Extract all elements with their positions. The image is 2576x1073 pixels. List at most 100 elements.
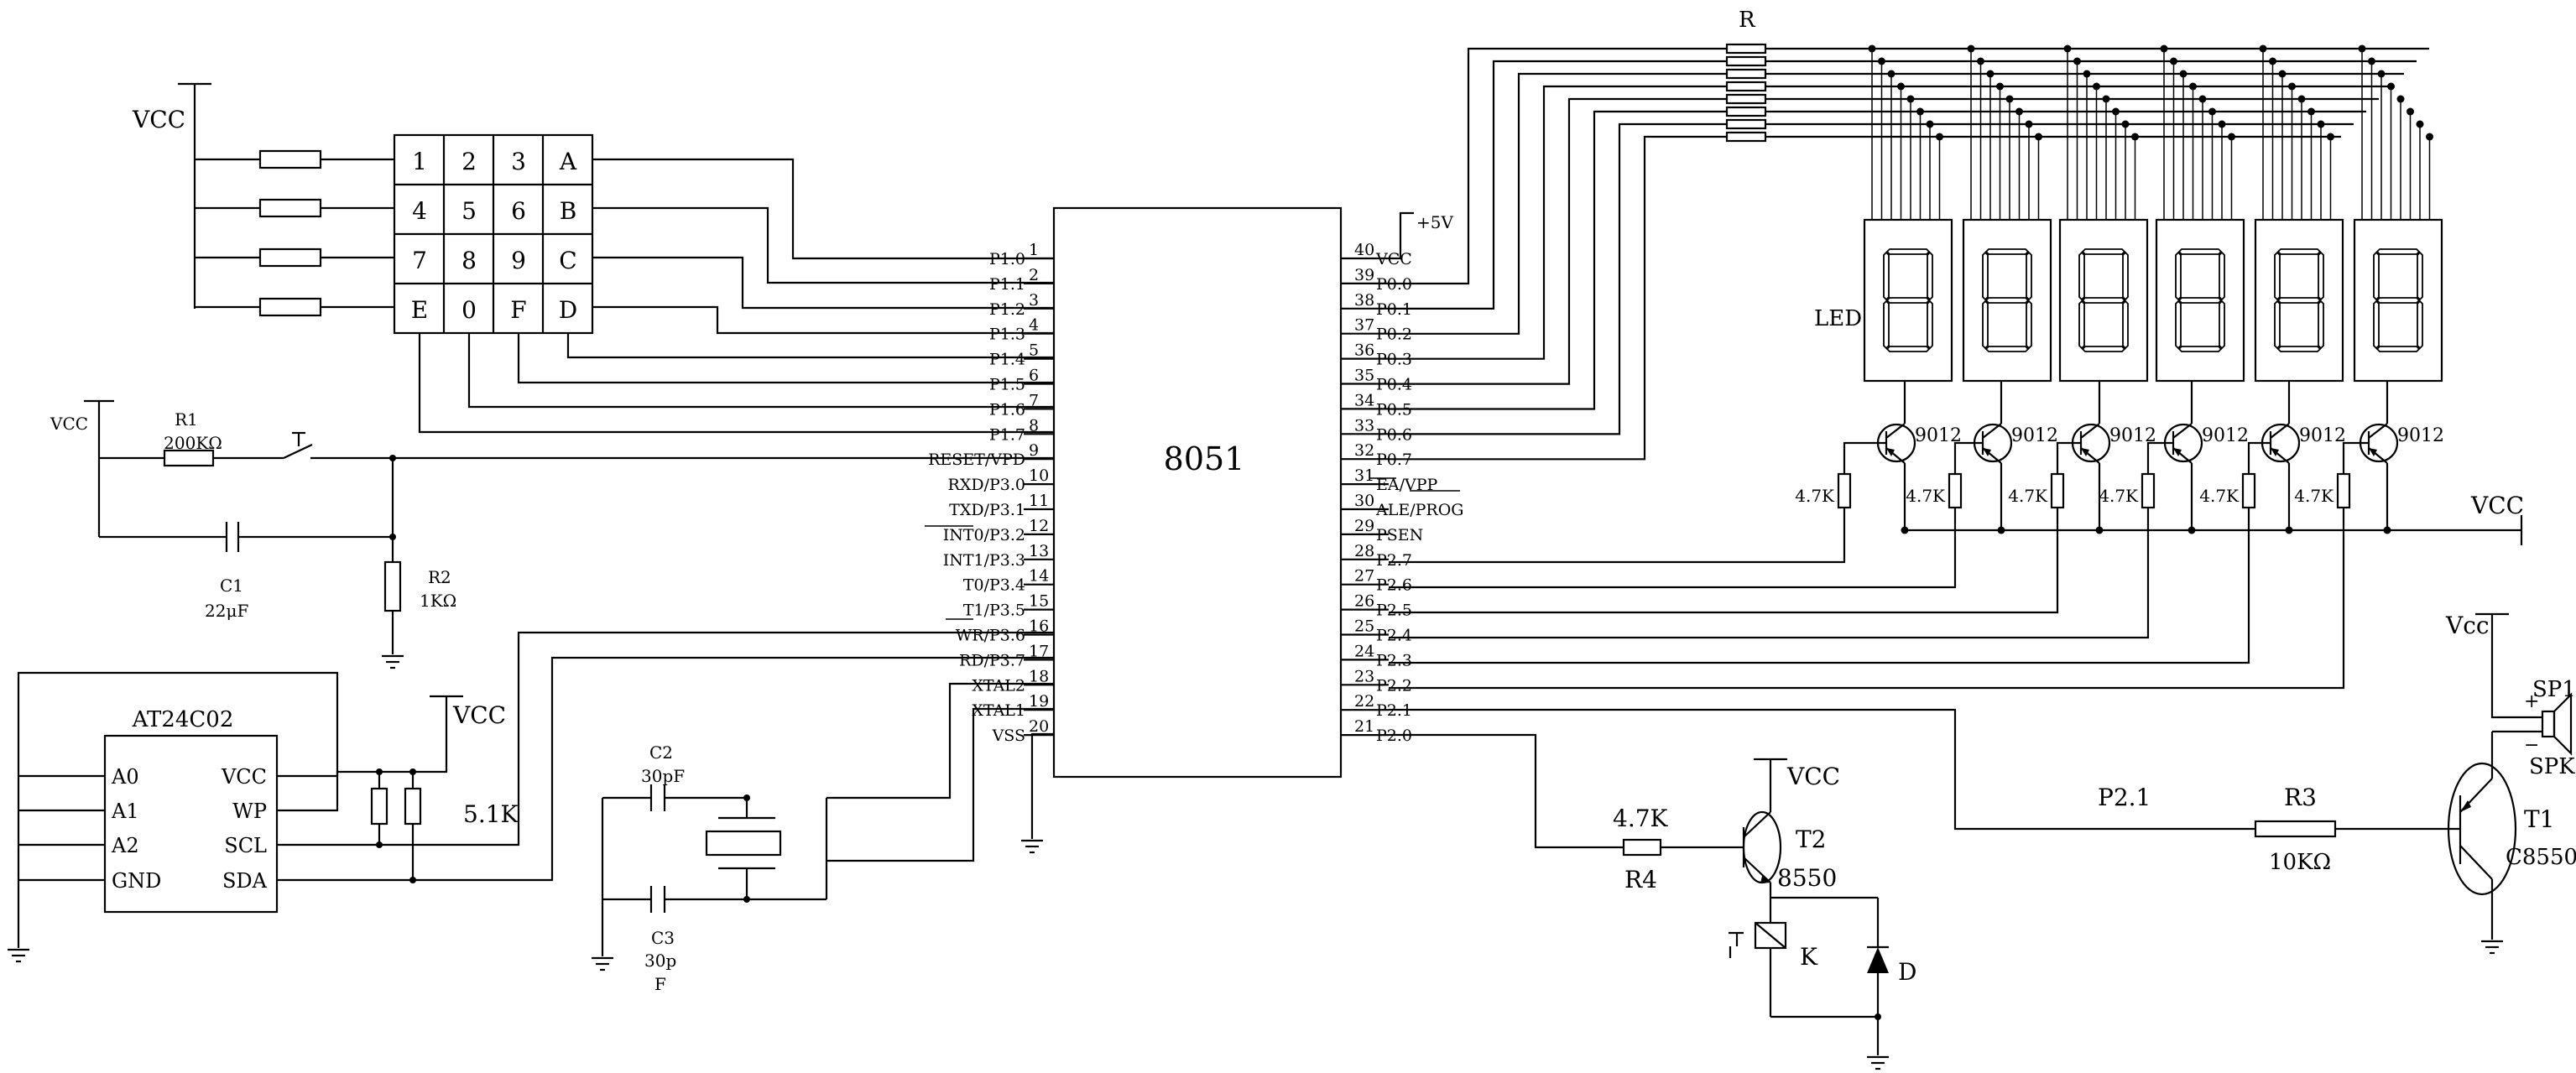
mcu-pin-name: XTAL1 <box>972 701 1025 720</box>
junction-dot <box>2131 133 2139 141</box>
buzzer-net-label: P2.1 <box>2098 784 2151 811</box>
r2-name: R2 <box>428 567 451 587</box>
eeprom-supply-label: VCC <box>452 701 506 729</box>
mcu-pin-name: P1.4 <box>989 351 1025 369</box>
t1-type: C8550 <box>2506 845 2576 870</box>
mcu-pin-name: P2.6 <box>1376 576 1412 595</box>
mcu-pin-number: 16 <box>1029 617 1049 636</box>
svg-text:−: − <box>2524 735 2539 756</box>
mcu-pin-number: 22 <box>1354 692 1374 711</box>
mcu-pin-name: P1.3 <box>989 326 1025 344</box>
junction-dot <box>2208 107 2216 116</box>
mcu-pin-name: EA/VPP <box>1376 476 1437 494</box>
c2-value: 30pF <box>641 766 685 786</box>
junction-dot <box>2297 95 2306 103</box>
mcu-pin-number: 32 <box>1354 441 1374 460</box>
mcu-pin-name: RD/P3.7 <box>959 651 1025 669</box>
junction-dot <box>2288 82 2296 91</box>
base-resistor-value: 4.7K <box>2294 486 2334 506</box>
base-resistor-value: 4.7K <box>2199 486 2240 506</box>
keypad-key: 5 <box>461 197 477 225</box>
mcu-pin-number: 6 <box>1029 367 1039 385</box>
mcu-pin-number: 23 <box>1354 667 1374 685</box>
r1-value: 200KΩ <box>164 433 222 453</box>
p0-bus <box>1389 43 2429 461</box>
mcu-pin-name: XTAL2 <box>972 676 1025 695</box>
junction-dot <box>2179 70 2188 78</box>
keypad-key: D <box>559 296 577 324</box>
mcu-pin-number: 2 <box>1029 266 1039 284</box>
mcu-pin-number: 12 <box>1029 517 1049 535</box>
keypad-key: 6 <box>511 197 526 225</box>
eeprom-pin-name: A2 <box>111 834 139 857</box>
mcu-pin-number: 29 <box>1354 517 1374 535</box>
c1-value: 22μF <box>205 601 248 621</box>
eeprom-pin-name: SDA <box>222 869 268 893</box>
mcu-pin-number: 13 <box>1029 542 1049 560</box>
mcu-pin-number: 40 <box>1354 241 1374 259</box>
mcu-pin-number: 21 <box>1354 717 1374 736</box>
eeprom-pin-name: A0 <box>111 765 139 789</box>
junction-dot <box>2112 107 2120 116</box>
mcu-pin-name: ALE/PROG <box>1375 501 1463 519</box>
r2-value: 1KΩ <box>420 591 456 611</box>
base-resistor-value: 4.7K <box>2099 486 2139 506</box>
eeprom-pin-name: A1 <box>111 800 139 823</box>
mcu-left-pins: 1P1.02P1.13P1.24P1.35P1.46P1.57P1.68P1.7… <box>928 241 1054 745</box>
r3-value: 10KΩ <box>2269 850 2331 875</box>
keypad-key: E <box>411 296 428 324</box>
keypad-key: 4 <box>412 197 427 225</box>
bus-resistor <box>1725 106 1767 117</box>
junction-dot <box>2228 133 2235 141</box>
junction-dot <box>2307 107 2315 116</box>
seven-segment-digit <box>2058 218 2149 383</box>
c3-name: C3 <box>651 928 675 948</box>
mcu-pin-name: WR/P3.6 <box>956 627 1025 645</box>
bus-resistor <box>1725 93 1767 105</box>
p0-bus-line <box>1389 85 1727 360</box>
t2-type: 8550 <box>1777 864 1837 892</box>
bus-resistor <box>1725 118 1767 130</box>
mcu-pin-name: P2.2 <box>1376 676 1412 695</box>
junction-dot <box>1916 107 1924 116</box>
mcu-pin-number: 28 <box>1354 542 1374 560</box>
mcu-pin-name: P1.2 <box>989 300 1025 319</box>
c2-name: C2 <box>649 742 673 763</box>
t2-name: T2 <box>1796 826 1827 853</box>
junction-dot <box>2368 57 2375 65</box>
c3-value: 30p <box>644 951 676 971</box>
junction-dot <box>2269 57 2276 65</box>
eeprom-pin-name: SCL <box>224 834 267 857</box>
junction-dot <box>2005 95 2014 103</box>
junction-dot <box>2396 95 2405 103</box>
buzzer-driver: P2.1 R3 10KΩ T1 C8550 Vcc + − SP1 SPK <box>1389 612 2576 955</box>
junction-dot <box>2189 82 2197 91</box>
mcu-pin-number: 36 <box>1354 341 1374 360</box>
keypad-key: 9 <box>511 247 526 274</box>
junction-dot <box>1996 82 2004 91</box>
seven-segment-digit <box>2254 218 2344 383</box>
junction-dot <box>1868 44 1876 53</box>
speaker-name: SP1 <box>2532 677 2576 702</box>
mcu-pin-number: 34 <box>1354 391 1374 409</box>
mcu-pin-number: 26 <box>1354 592 1374 611</box>
mcu-pin-number: 1 <box>1029 241 1039 259</box>
mcu-pin-number: 25 <box>1354 617 1374 636</box>
mcu-pin-number: 24 <box>1354 642 1374 660</box>
mcu-pin-name: T1/P3.5 <box>963 602 1025 620</box>
eeprom-pin-name: VCC <box>221 765 267 789</box>
junction-dot <box>2170 57 2177 65</box>
r4-value: 4.7K <box>1613 805 1669 832</box>
mcu-pin-number: 30 <box>1354 492 1374 510</box>
p0-bus-line <box>1389 110 1727 410</box>
mcu-pin-number: 31 <box>1354 466 1374 485</box>
mcu-pin-name: INT1/P3.3 <box>943 551 1025 570</box>
